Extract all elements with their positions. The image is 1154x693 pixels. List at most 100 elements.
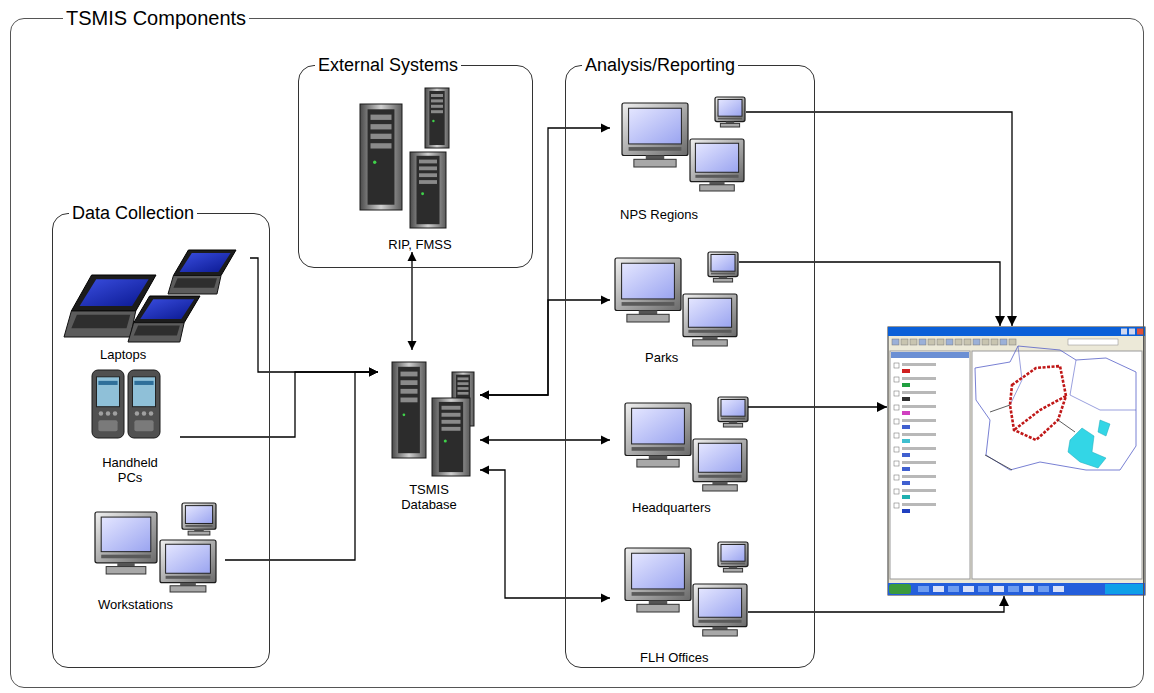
map-screenshot — [902, 439, 910, 443]
monitor-icon — [690, 139, 744, 182]
map-screenshot — [919, 339, 926, 345]
handheld-icon — [106, 411, 110, 415]
handheld-icon — [134, 381, 153, 385]
map-screenshot — [1137, 329, 1143, 335]
monitor-icon — [185, 506, 212, 524]
group-box: RIP, FMSSExternal Systems — [298, 65, 533, 268]
monitor-icon — [683, 294, 737, 346]
map-screenshot — [902, 509, 910, 513]
server-icon — [432, 120, 434, 122]
laptop-icon — [168, 276, 221, 294]
node-label: Workstations — [98, 597, 173, 612]
monitor-icon — [188, 531, 210, 535]
data-flow-arrow — [480, 300, 610, 395]
laptop-icon — [71, 275, 156, 311]
device-group: Laptops — [60, 245, 250, 362]
server-icon — [419, 173, 437, 177]
data-flow-arrow — [225, 372, 378, 560]
server-icon — [444, 439, 447, 442]
map-screenshot — [902, 391, 936, 394]
group-title: Data Collection — [69, 203, 197, 223]
monitor-icon — [693, 584, 747, 636]
map-screenshot — [902, 383, 910, 387]
server-icon — [431, 105, 443, 108]
monitor-icon — [690, 139, 744, 191]
monitor-icon — [625, 403, 691, 455]
group-box: LaptopsHandheld PCsWorkstationsData Coll… — [52, 213, 270, 668]
monitor-icon — [637, 459, 679, 467]
map-screenshot — [894, 419, 899, 424]
monitor-icon — [718, 397, 748, 422]
map-screenshot — [1053, 586, 1064, 592]
group-title: Analysis/Reporting — [582, 55, 738, 75]
map-screenshot — [890, 351, 970, 579]
monitor-icon — [718, 397, 748, 427]
monitor-icon — [721, 544, 745, 561]
map-screenshot — [1008, 586, 1019, 592]
handheld-icon — [135, 411, 139, 415]
monitor-icon — [688, 298, 731, 327]
monitor-icon — [708, 252, 738, 277]
monitor-icon — [117, 563, 134, 567]
laptop-icon — [180, 253, 231, 272]
server-icon — [410, 152, 446, 228]
map-screenshot — [901, 339, 908, 345]
monitor-icon — [711, 254, 735, 271]
map-screenshot — [902, 369, 910, 373]
monitor-icon — [95, 512, 157, 563]
map-screenshot — [1009, 339, 1016, 345]
monitor-icon — [721, 399, 745, 416]
map-screenshot — [894, 363, 899, 368]
monitor-icon — [101, 555, 151, 559]
server-icon — [432, 398, 470, 476]
server-icon — [429, 91, 444, 145]
monitor-icon — [703, 485, 738, 491]
server-icon — [410, 152, 446, 228]
laptop-icon — [173, 278, 217, 288]
server-icon — [458, 382, 469, 385]
monitor-icon — [693, 584, 747, 627]
handheld-icon — [113, 411, 117, 415]
map-screenshot — [894, 461, 899, 466]
server-icon — [401, 389, 418, 394]
data-flow-arrow — [480, 128, 610, 395]
laptop-icon — [140, 299, 194, 319]
server-icon — [392, 362, 426, 458]
server-icon — [371, 134, 392, 139]
map-screenshot — [888, 327, 1145, 595]
map-screenshot — [889, 584, 911, 594]
map-screenshot — [902, 503, 936, 506]
server-icon — [442, 413, 461, 417]
map-screenshot — [948, 586, 959, 592]
office-group: Parks — [610, 250, 750, 365]
data-flow-arrow — [480, 470, 610, 598]
map-screenshot — [902, 363, 936, 366]
map-screenshot — [1068, 420, 1110, 468]
server-icon — [371, 143, 392, 148]
monitor-icon — [170, 586, 206, 592]
map-screenshot — [902, 453, 910, 457]
map-screenshot — [937, 339, 944, 345]
monitor-icon — [698, 620, 741, 623]
map-screenshot — [902, 467, 910, 471]
map-screenshot — [902, 489, 936, 492]
monitor-icon — [695, 175, 738, 178]
server-icon — [458, 392, 469, 395]
output-arrow — [748, 596, 1004, 612]
map-screenshot — [982, 339, 989, 345]
monitor-icon — [718, 118, 742, 120]
monitor-icon — [166, 576, 211, 579]
server-icon — [442, 427, 461, 431]
handheld-icon — [92, 370, 124, 438]
monitor-icon — [101, 517, 151, 552]
monitor-icon — [713, 278, 732, 282]
map-screenshot — [891, 352, 969, 358]
map-screenshot — [888, 327, 1145, 595]
monitor-icon — [632, 592, 685, 596]
node-label: TSMIS Database — [394, 482, 464, 512]
laptop-icon — [173, 250, 236, 276]
group-title: TSMIS Components — [63, 7, 249, 29]
server-icon — [419, 180, 437, 184]
monitor-icon — [632, 553, 685, 589]
